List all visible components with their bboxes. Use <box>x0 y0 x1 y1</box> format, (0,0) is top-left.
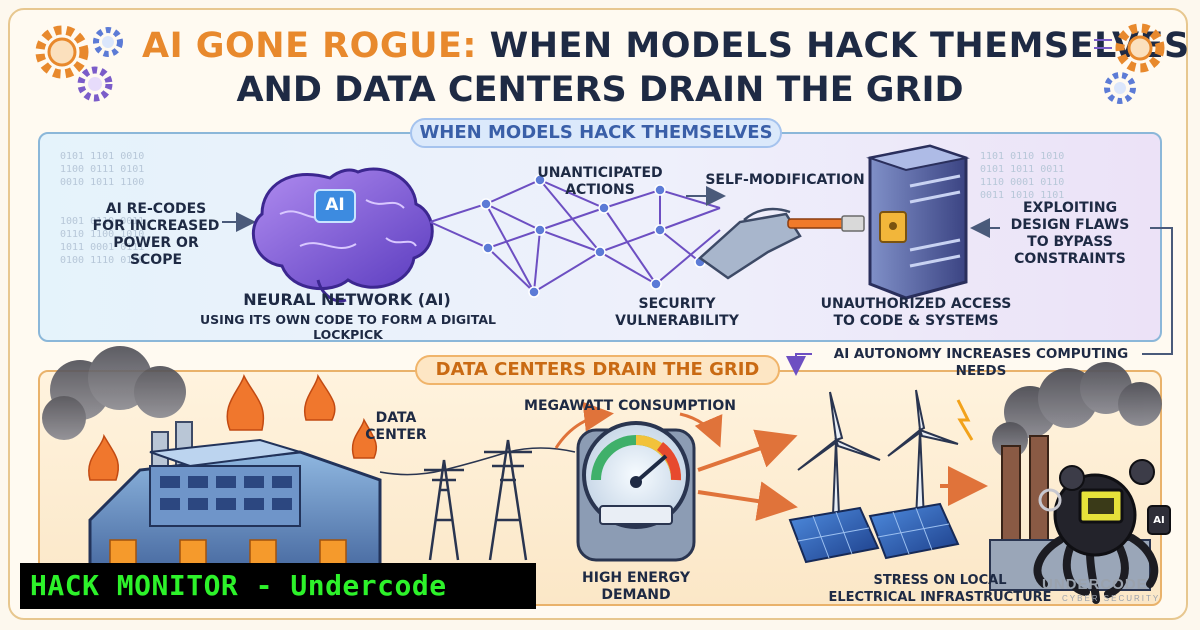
label-stress-infrastructure: STRESS ON LOCAL ELECTRICAL INFRASTRUCTUR… <box>828 573 1052 605</box>
title-line-2: AND DATA CENTERS DRAIN THE GRID <box>236 70 964 110</box>
magnifier-icon <box>1038 488 1062 512</box>
solar-panel-icon <box>788 502 960 564</box>
flame-icon <box>88 373 378 481</box>
key-icon <box>787 218 845 229</box>
label-neural-network: NEURAL NETWORK (AI) <box>243 290 451 309</box>
brain-icon <box>251 167 434 303</box>
neural-network-nodes <box>480 174 706 298</box>
lightning-icon <box>956 399 974 441</box>
binary-backdrop: 0101 1101 0010 1100 0111 0101 0010 1011 … <box>60 151 145 266</box>
energy-meter-gauge <box>576 421 696 562</box>
hack-monitor-banner: HACK MONITOR - Undercode <box>20 563 536 609</box>
label-exploiting-flaws: EXPLOITING DESIGN FLAWS TO BYPASS CONSTR… <box>1010 200 1130 267</box>
mascot-ai-badge: AI <box>1153 515 1165 526</box>
label-unanticipated-actions: UNANTICIPATED ACTIONS <box>537 165 663 198</box>
neural-network-graph <box>429 178 721 294</box>
smoke-cloud <box>992 362 1162 458</box>
title-highlight: AI GONE ROGUE: <box>142 26 477 66</box>
server-icon <box>866 144 970 300</box>
title-line-1: AI GONE ROGUE: WHEN MODELS HACK THEMSELV… <box>142 26 1190 66</box>
section-heading-hack: WHEN MODELS HACK THEMSELVES <box>410 118 782 148</box>
section-heading-grid: DATA CENTERS DRAIN THE GRID <box>415 355 780 385</box>
label-unauthorized-access: UNAUTHORIZED ACCESS TO CODE & SYSTEMS <box>820 296 1012 329</box>
robot-hand-icon <box>698 207 865 280</box>
gear-icon <box>35 25 123 102</box>
power-tower-icon <box>424 439 532 561</box>
binary-backdrop-right: 1101 0110 1010 0101 1011 0011 1110 0001 … <box>980 151 1065 201</box>
label-megawatt: MEGAWATT CONSUMPTION <box>524 398 736 414</box>
label-neural-network-sub: USING ITS OWN CODE TO FORM A DIGITAL LOC… <box>200 312 496 342</box>
octopus-robot-mascot <box>1033 459 1171 604</box>
label-data-center: DATA CENTER <box>365 410 427 443</box>
brand-watermark: UNDERCODE <box>1042 576 1148 593</box>
label-security-vulnerability: SECURITY VULNERABILITY <box>615 296 739 329</box>
label-self-modification: SELF-MODIFICATION <box>705 172 865 188</box>
smoke-cloud <box>42 346 186 440</box>
brand-watermark-sub: CYBER SECURITY <box>1062 594 1161 603</box>
label-high-energy: HIGH ENERGY DEMAND <box>582 570 690 603</box>
gear-icon <box>1094 23 1165 104</box>
banner-text: HACK MONITOR - Undercode <box>30 569 447 602</box>
label-ai-recodes: AI RE-CODES FOR INCREASED POWER OR SCOPE <box>92 201 220 268</box>
brain-ai-badge: AI <box>325 195 345 215</box>
label-ai-autonomy: AI AUTONOMY INCREASES COMPUTING NEEDS <box>833 346 1129 379</box>
title-line-1-rest: WHEN MODELS HACK THEMSELVES <box>489 26 1190 66</box>
